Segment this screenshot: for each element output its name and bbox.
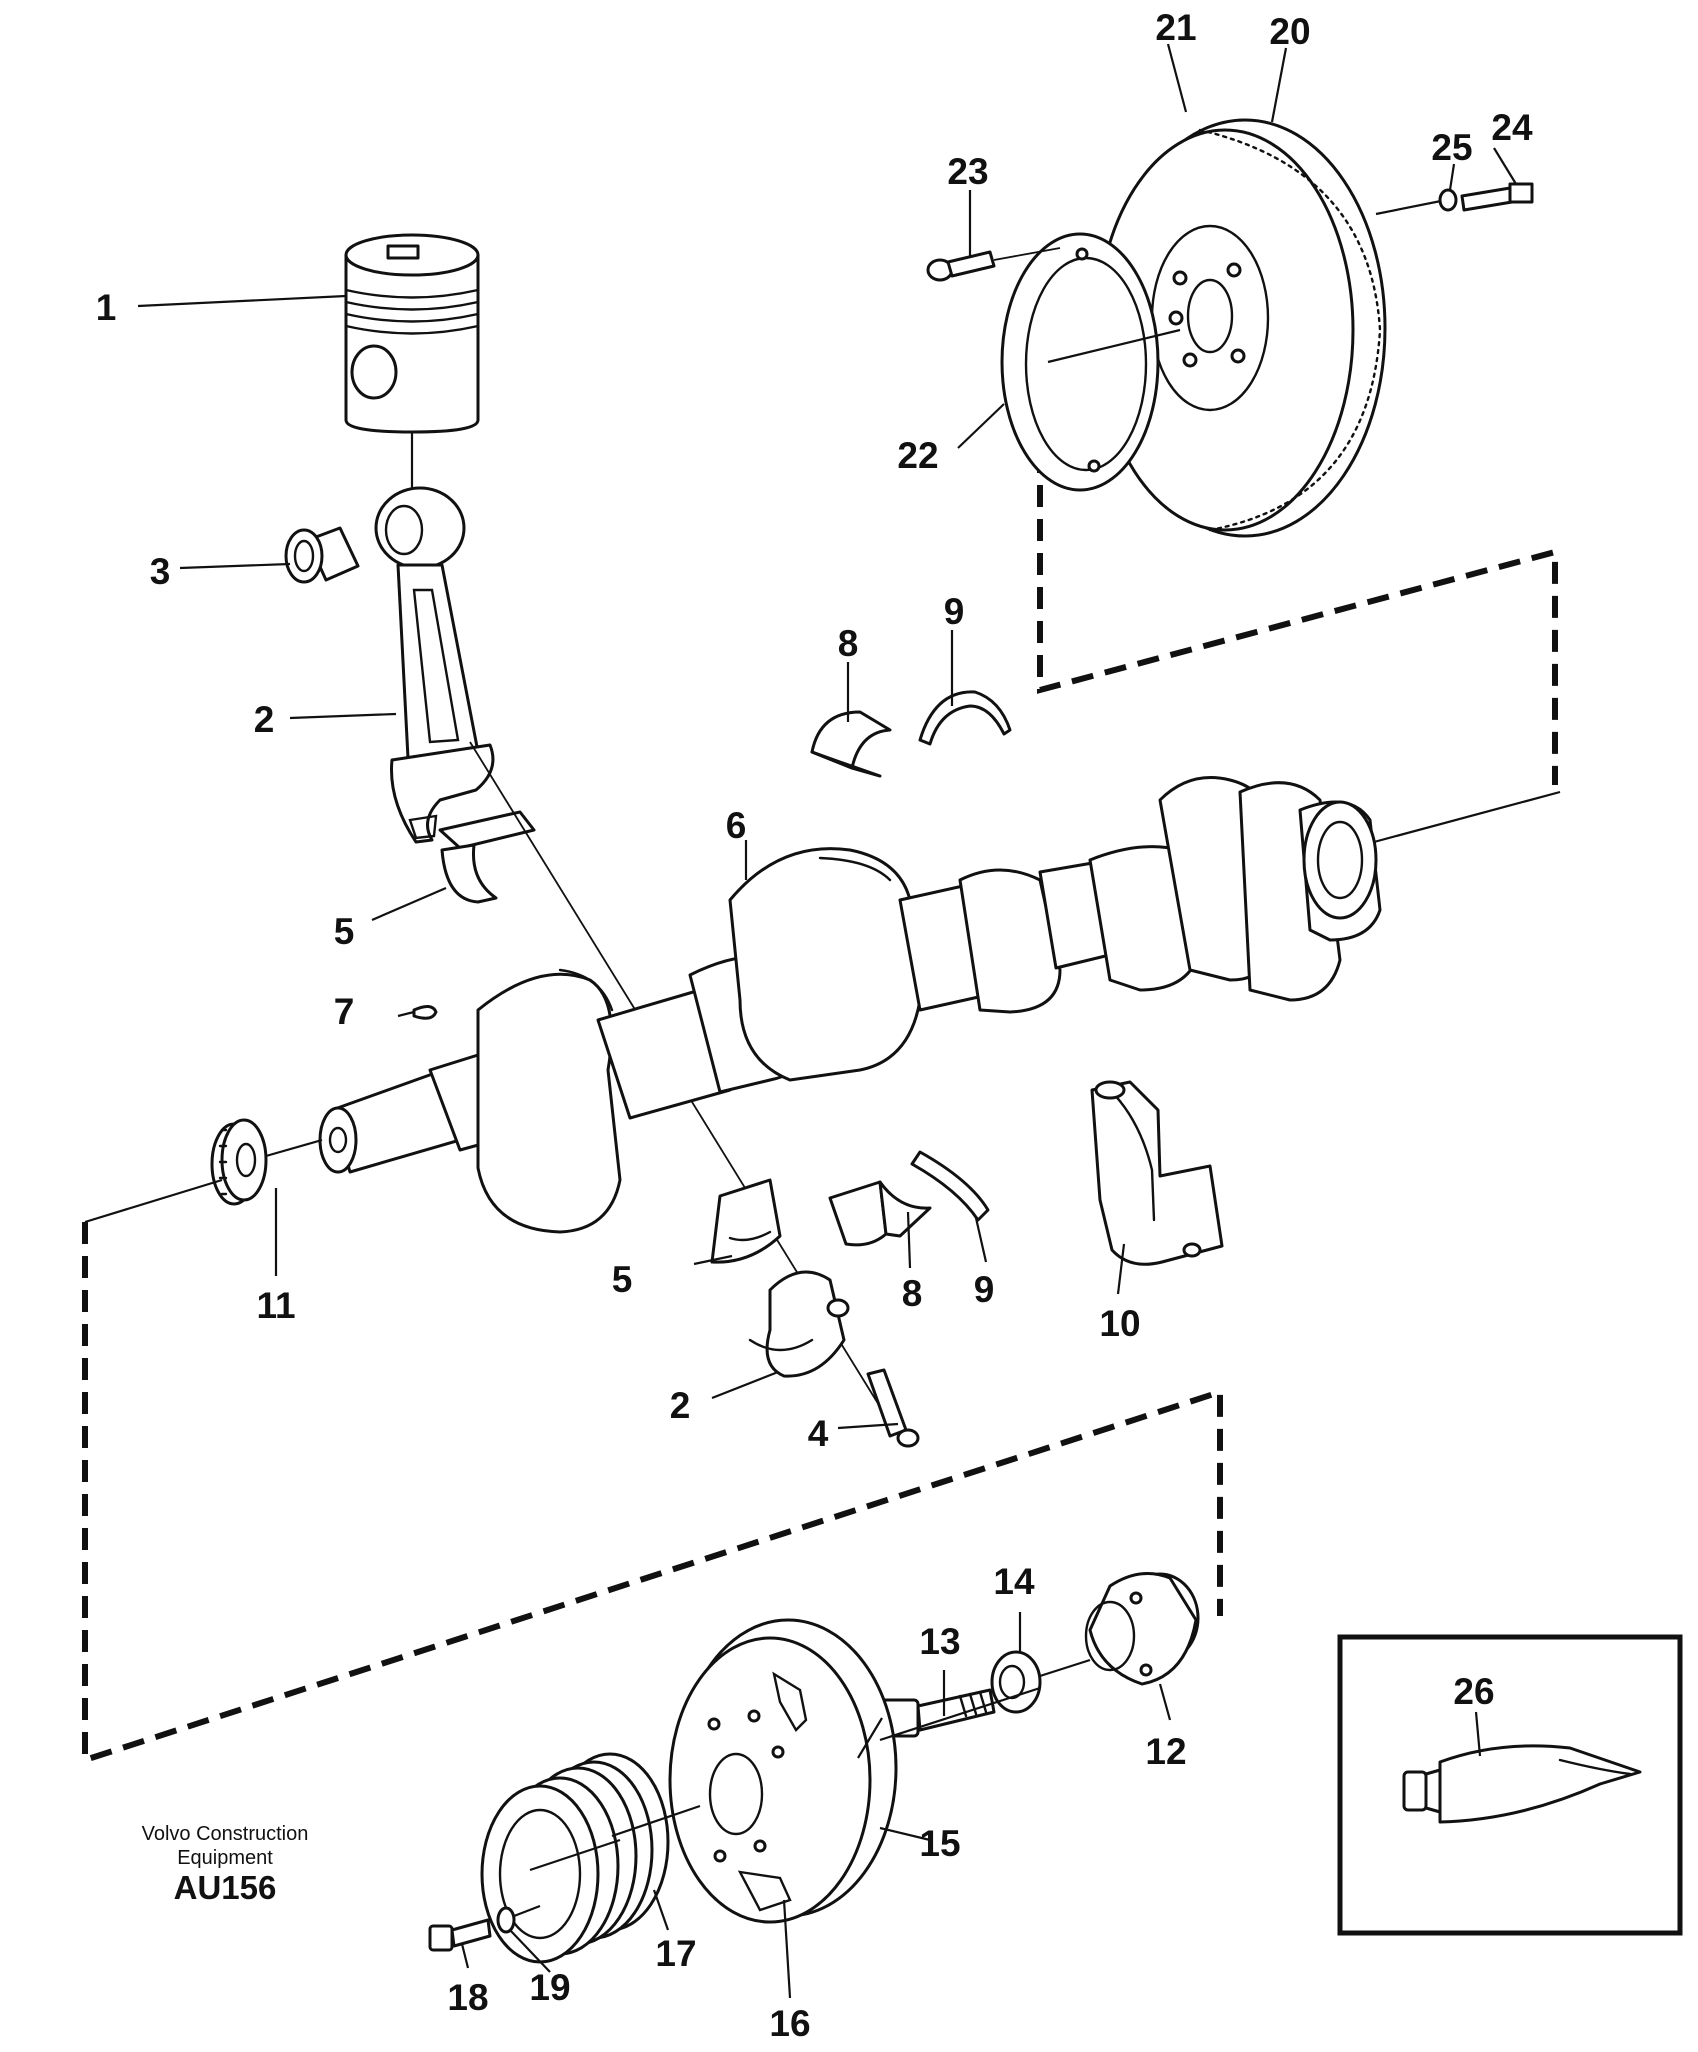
callout-9-upper: 9 (944, 591, 965, 632)
callout-2-lower: 2 (670, 1385, 691, 1426)
con-rod-bearing-lower (710, 1178, 782, 1264)
callout-3: 3 (150, 551, 171, 592)
callout-9-lower: 9 (974, 1269, 995, 1310)
publisher-name-line1: Volvo Construction (141, 1823, 309, 1845)
callout-6: 6 (726, 805, 747, 846)
hub-bolt (880, 1658, 1091, 1738)
callout-1: 1 (96, 287, 117, 328)
callout-numbers: 1 3 2 5 7 6 8 9 11 5 8 9 10 2 4 21 20 25… (96, 7, 1533, 2044)
piston-pin-bushing (284, 526, 360, 584)
flywheel-bolt (1460, 182, 1534, 212)
main-bearing-shell-upper (810, 710, 892, 778)
crankshaft (318, 776, 1561, 1234)
callout-7: 7 (334, 991, 355, 1032)
callout-5-lower: 5 (612, 1259, 633, 1300)
callout-5-upper: 5 (334, 911, 355, 952)
callout-15: 15 (919, 1823, 960, 1864)
con-rod-bearing-upper (438, 810, 536, 904)
callout-19: 19 (529, 1967, 570, 2008)
callout-24: 24 (1491, 107, 1533, 148)
crankshaft-hub (1084, 1572, 1200, 1686)
front-end-assembly-dashed-line (82, 1222, 1223, 1765)
callout-16: 16 (769, 2003, 810, 2044)
callout-17: 17 (655, 1933, 696, 1974)
callout-20: 20 (1269, 11, 1310, 52)
diagram-code: AU156 (173, 1869, 277, 1906)
callout-25: 25 (1431, 127, 1472, 168)
hub-washer (990, 1650, 1042, 1714)
callout-8-upper: 8 (838, 623, 859, 664)
crankshaft-gear (84, 1118, 323, 1224)
crankshaft-key (412, 1005, 438, 1020)
publisher-name-line2: Equipment (177, 1847, 273, 1869)
callout-12: 12 (1145, 1731, 1186, 1772)
callout-8-lower: 8 (902, 1273, 923, 1314)
connecting-rod-cap (748, 1270, 850, 1378)
pulley-washer (496, 1904, 541, 1934)
callout-23: 23 (947, 151, 988, 192)
seal-plate-screw (926, 247, 1061, 282)
callout-13: 13 (919, 1621, 960, 1662)
connecting-rod (374, 486, 495, 844)
callout-10: 10 (1099, 1303, 1140, 1344)
callout-14: 14 (993, 1561, 1035, 1602)
flywheel (1095, 118, 1447, 538)
thrust-washer-upper (918, 690, 1012, 746)
flywheel-washer (1438, 188, 1458, 212)
crankshaft-pulley (480, 1752, 701, 1964)
callout-11: 11 (256, 1285, 295, 1326)
sealant-tube (1402, 1744, 1642, 1824)
rear-seal-plate (1000, 232, 1181, 492)
piston (344, 233, 480, 488)
callout-26: 26 (1453, 1671, 1494, 1712)
con-rod-bolt (866, 1368, 920, 1448)
main-bearing-cap (1090, 1080, 1224, 1266)
callout-2-upper: 2 (254, 699, 275, 740)
callout-18: 18 (447, 1977, 488, 2018)
vibration-damper (668, 1618, 1041, 1924)
thrust-washer-lower (910, 1150, 990, 1222)
pulley-screw (428, 1918, 492, 1952)
callout-22: 22 (897, 435, 938, 476)
leader-lines (137, 43, 1517, 1999)
callout-21: 21 (1155, 7, 1196, 48)
publisher-label: Volvo Construction Equipment (100, 1822, 350, 1870)
callout-4: 4 (808, 1413, 829, 1454)
main-bearing-shell-lower (828, 1180, 932, 1247)
